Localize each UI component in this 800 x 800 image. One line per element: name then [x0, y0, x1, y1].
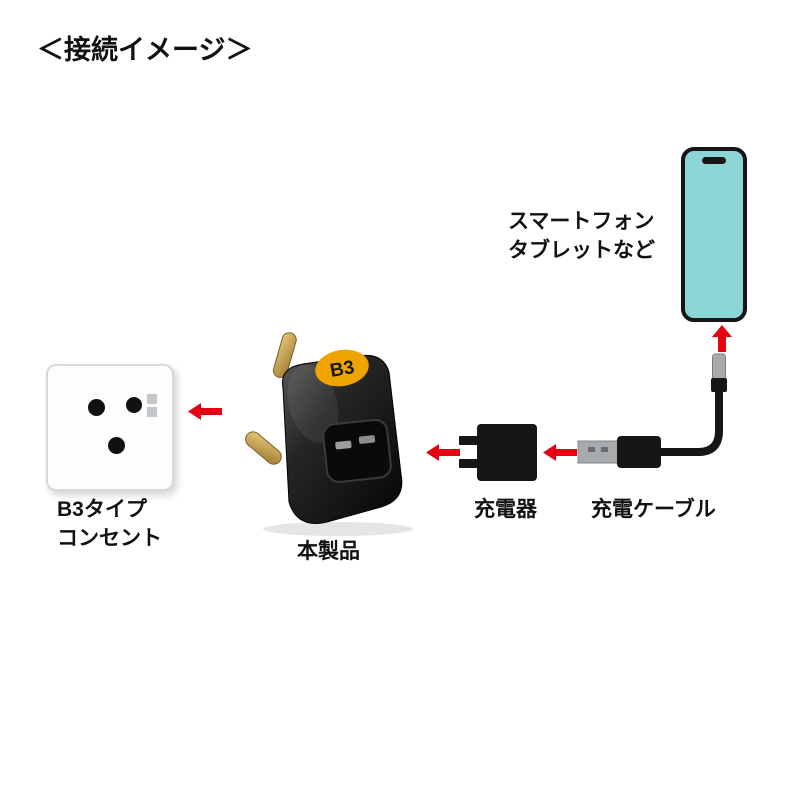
product-socket: [322, 418, 392, 483]
arrow-product-to-outlet-icon: [188, 403, 222, 420]
product-gloss: [287, 364, 339, 444]
cable-label: 充電ケーブル: [591, 498, 716, 521]
outlet-hole: [88, 399, 105, 416]
phone-label-line1: スマートフォン: [508, 210, 655, 233]
product-label: 本製品: [297, 540, 360, 563]
outlet-label-line2: コンセント: [57, 527, 162, 550]
outlet-hole: [108, 437, 125, 454]
diagram-title: ＜接続イメージ＞: [37, 35, 253, 65]
phone-label-line2: タブレットなど: [508, 239, 655, 262]
usb-a-contact: [588, 447, 595, 452]
cable-illustration: [577, 353, 727, 468]
phone-illustration: [681, 147, 747, 322]
product-badge-label: B3: [328, 357, 356, 382]
arrow-cable-to-charger-icon: [543, 444, 577, 461]
outlet-screw: [147, 407, 157, 417]
socket-slot: [335, 440, 352, 450]
outlet-hole: [126, 397, 142, 413]
charger-illustration: [477, 424, 537, 481]
usb-c-plug: [711, 378, 727, 392]
arrow-up-icon: [712, 325, 732, 352]
outlet-illustration: [46, 364, 174, 491]
product-pin-left: [245, 431, 282, 465]
product-illustration: B3: [245, 332, 413, 536]
usb-a-plug: [617, 436, 661, 468]
phone-notch: [702, 157, 726, 164]
arrow-charger-to-product-icon: [426, 444, 460, 461]
outlet-label-line1: B3タイプ: [57, 498, 147, 521]
phone-label: スマートフォン タブレットなど: [508, 207, 655, 265]
charger-label: 充電器: [474, 498, 537, 521]
outlet-label: B3タイプ コンセント: [57, 495, 162, 553]
usb-a-contact: [601, 447, 608, 452]
outlet-screw: [147, 394, 157, 404]
charger-prong: [459, 459, 479, 468]
cable-wire: [655, 386, 723, 456]
product-badge: B3: [315, 349, 369, 387]
usb-c-connector: [712, 353, 726, 381]
product-pin-top: [272, 332, 297, 378]
product-shadow: [263, 522, 413, 536]
charger-prong: [459, 436, 479, 445]
socket-face: [322, 418, 392, 483]
usb-a-connector: [577, 440, 619, 464]
socket-slot: [358, 435, 376, 444]
